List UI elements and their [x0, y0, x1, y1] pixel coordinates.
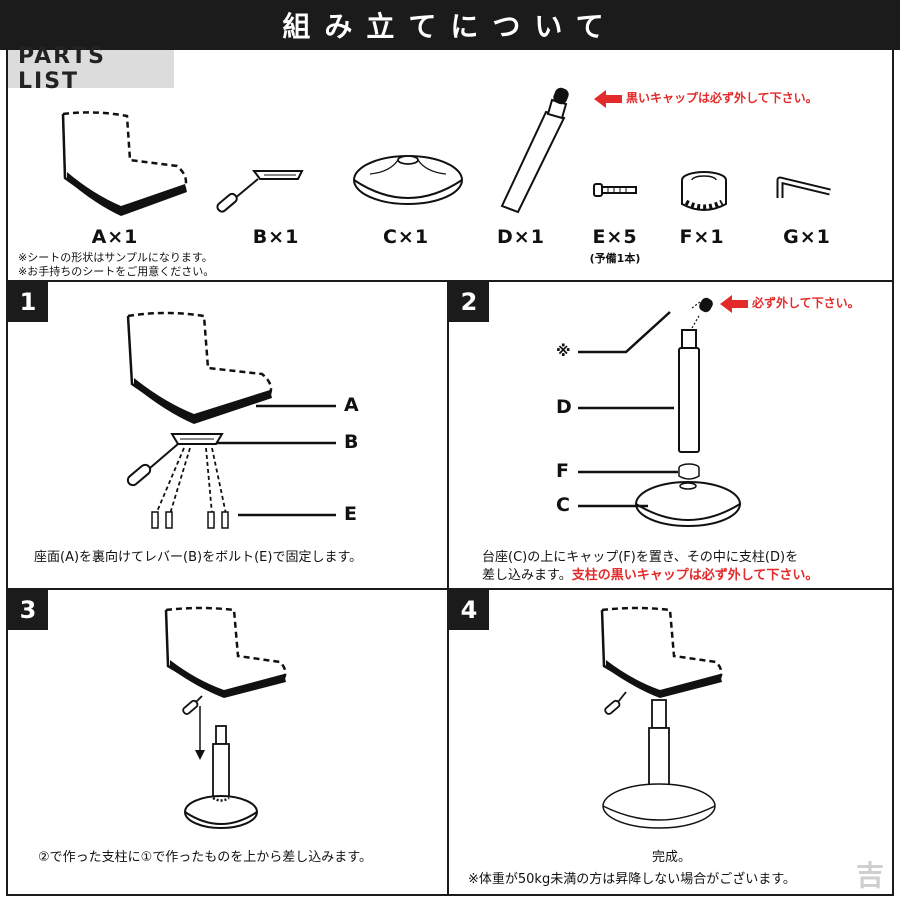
step-2-badge: 2: [449, 282, 489, 322]
step-1-bolt-lines: [151, 447, 229, 529]
part-d-column-illustration: [500, 87, 569, 214]
step-1-leader-lines: [216, 404, 336, 517]
step-2-callout-d: D: [556, 396, 572, 418]
step-1-callout-b: B: [344, 431, 359, 453]
step-1-seat-illustration: [126, 311, 273, 424]
seat-sample-note: ※シートの形状はサンプルになります。: [18, 251, 213, 264]
step-2-callout-f: F: [556, 460, 569, 482]
part-b-lever-illustration: [216, 170, 304, 213]
part-label-d: D×1: [497, 226, 545, 248]
part-label-a: A×1: [91, 226, 139, 248]
watermark-stamp: 吉: [855, 859, 884, 892]
step-3-caption: ②で作った支柱に①で作ったものを上から差し込みます。: [38, 850, 373, 865]
step-2-caption-line2: 差し込みます。支柱の黒いキャップは必ず外して下さい。: [482, 566, 818, 585]
part-label-c: C×1: [382, 226, 430, 248]
part-a-seat-illustration: [61, 111, 188, 216]
step-3-assembly-illustration: [164, 606, 287, 829]
step-1-callout-e: E: [344, 503, 357, 525]
step-4-caption-complete: 完成。: [651, 850, 691, 865]
step-2-callout-c: C: [556, 494, 570, 516]
step-2-caption-plain: 差し込みます。: [482, 568, 572, 583]
step-1-caption: 座面(A)を裏向けてレバー(B)をボルト(E)で固定します。: [34, 550, 363, 565]
part-e-spare-note: (予備1本): [589, 252, 641, 265]
step-1-badge: 1: [8, 282, 48, 322]
step-2-assembly-illustration: [578, 297, 741, 527]
part-label-g: G×1: [783, 226, 831, 248]
parts-list-label: PARTS LIST: [8, 44, 174, 94]
part-label-b: B×1: [252, 226, 300, 248]
step-2-caption-line1: 台座(C)の上にキャップ(F)を置き、その中に支柱(D)を: [482, 550, 799, 565]
cap-warning-arrow-icon: [594, 90, 622, 108]
divider-parts: [6, 280, 894, 282]
part-label-f: F×1: [679, 226, 725, 248]
part-f-cap-illustration: [681, 171, 727, 211]
step-4-badge: 4: [449, 590, 489, 630]
part-e-bolt-illustration: [593, 183, 637, 197]
step-4-completed-chair-illustration: [600, 606, 723, 829]
divider-steps-middle: [6, 588, 894, 590]
step-4-weight-note: ※体重が50kg未満の方は昇降しない場合がございます。: [468, 872, 796, 887]
part-label-e: E×5: [592, 226, 638, 248]
step-2-caption-warning: 支柱の黒いキャップは必ず外して下さい。: [571, 568, 819, 583]
part-c-base-illustration: [353, 155, 463, 205]
instruction-frame: [6, 50, 894, 896]
step-2-warning-text: 必ず外して下さい。: [752, 296, 860, 310]
divider-steps-vertical: [447, 280, 449, 896]
seat-bring-own-note: ※お手持ちのシートをご用意ください。: [18, 265, 215, 278]
cap-warning-text: 黒いキャップは必ず外して下さい。: [626, 91, 818, 105]
step-2-warning-arrow-icon: [720, 295, 748, 313]
step-1-callout-a: A: [344, 394, 359, 416]
step-2-callout-note: ※: [556, 342, 571, 360]
step-3-badge: 3: [8, 590, 48, 630]
page-title: 組み立てについて: [0, 0, 900, 50]
part-g-hex-key-illustration: [776, 176, 831, 198]
